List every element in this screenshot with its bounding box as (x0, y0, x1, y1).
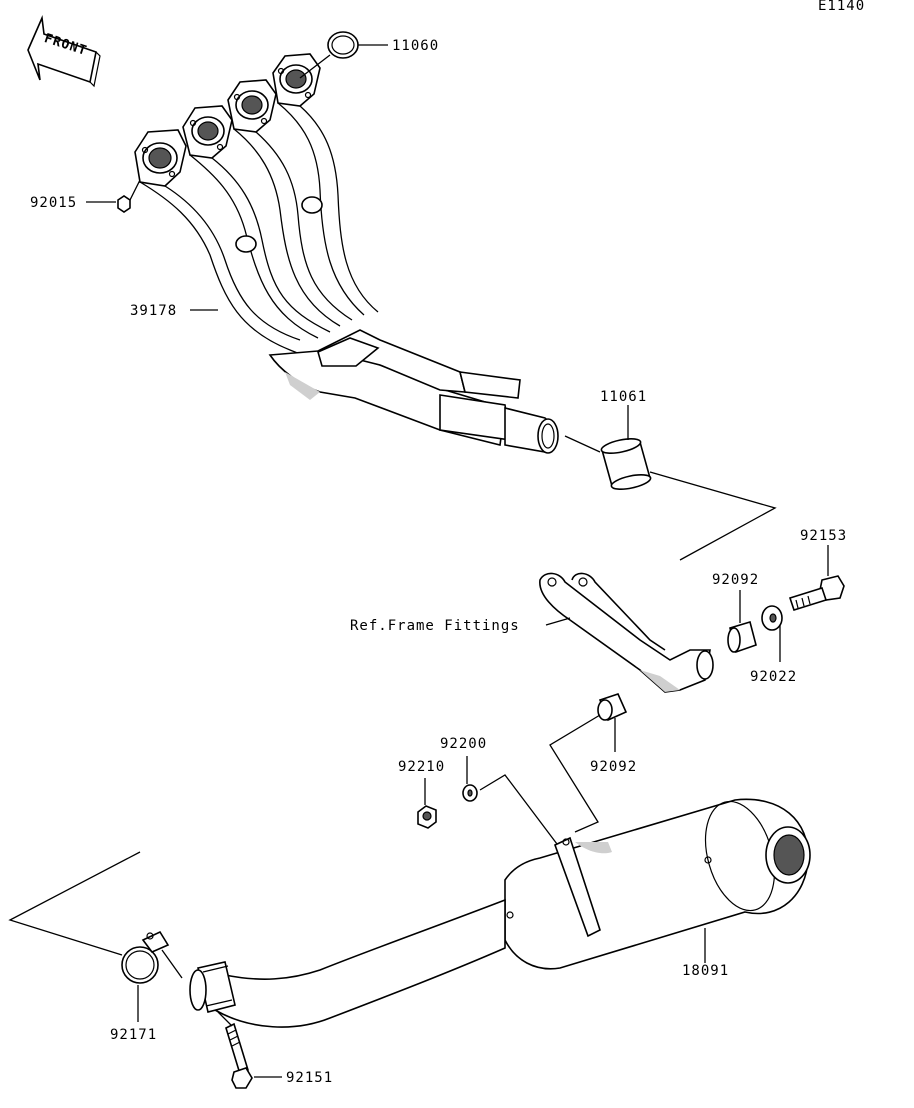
nut-92210 (417, 805, 437, 829)
callout-92200: 92200 (440, 736, 487, 752)
damper-92092-lower (597, 693, 628, 722)
bolt-92151 (225, 1022, 253, 1089)
header-flange-3 (227, 79, 277, 133)
header-flange-2 (182, 105, 233, 159)
callout-39178: 39178 (130, 303, 177, 319)
exhaust-header-39178 (134, 53, 559, 454)
callout-92153: 92153 (800, 528, 847, 544)
header-flange-1 (134, 129, 187, 187)
front-arrow-icon: FRONT (27, 15, 101, 88)
frame-bracket (539, 572, 714, 693)
callout-11060: 11060 (392, 38, 439, 54)
gasket-11061 (600, 438, 652, 490)
callout-92022: 92022 (750, 669, 797, 685)
muffler-18091 (189, 798, 811, 1028)
callout-92210: 92210 (398, 759, 445, 775)
callout-11061: 11061 (600, 389, 647, 405)
ref-frame-fittings-label: Ref.Frame Fittings (350, 618, 520, 634)
callout-92092-upper: 92092 (712, 572, 759, 588)
nut-92015 (117, 195, 131, 213)
header-flange-4 (272, 53, 321, 107)
callout-92092-lower: 92092 (590, 759, 637, 775)
callout-92171: 92171 (110, 1027, 157, 1043)
callout-92015: 92015 (30, 195, 77, 211)
callout-92151: 92151 (286, 1070, 333, 1086)
diagram-id: E1140 (818, 0, 865, 14)
damper-92092-upper (727, 620, 757, 654)
clamp-92171 (121, 930, 170, 984)
callout-18091: 18091 (682, 963, 729, 979)
bolt-92153 (788, 575, 845, 611)
